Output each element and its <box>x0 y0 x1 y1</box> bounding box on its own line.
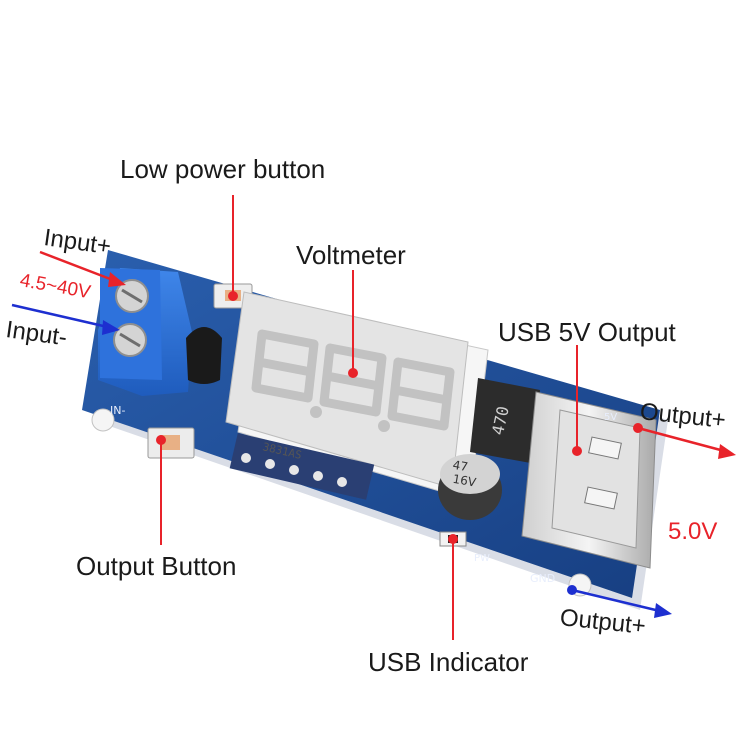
low-power-button-label: Low power button <box>120 154 326 184</box>
inductor <box>470 378 540 464</box>
usb-output-label: USB 5V Output <box>498 317 676 347</box>
mount-hole <box>91 408 115 432</box>
input-plus-arrow <box>39 250 126 287</box>
output-gnd-arrow <box>567 585 672 618</box>
callout-lines <box>156 195 582 640</box>
pin-label-gnd: GND <box>530 572 555 585</box>
output-plus-arrow <box>633 423 736 459</box>
input-minus-arrow <box>11 303 120 335</box>
output-voltage-label: 5.0V <box>668 518 718 545</box>
output-button-label: Output Button <box>76 551 237 581</box>
capacitor-marking-2: 16V <box>452 472 478 490</box>
pin-header <box>229 433 375 500</box>
transistor <box>186 327 222 384</box>
seven-segment-digits <box>251 329 455 431</box>
pin-label-in: IN- <box>110 404 125 417</box>
usb-indicator-label: USB Indicator <box>368 647 529 677</box>
pin-label-pw: PW <box>474 553 490 564</box>
pin-label-5v: 5V <box>604 412 617 423</box>
capacitor-marking-1: 47 <box>452 458 469 474</box>
voltmeter-label: Voltmeter <box>296 240 406 270</box>
